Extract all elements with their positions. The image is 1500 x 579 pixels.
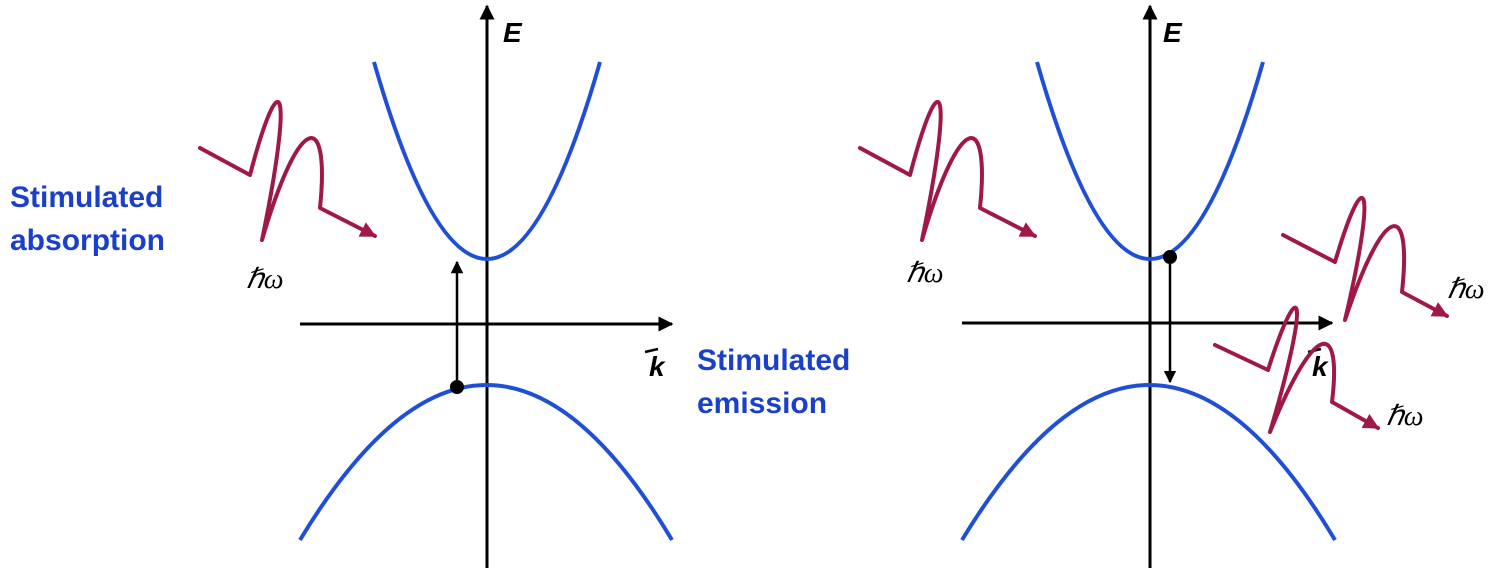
left-k-vector-arrow-icon [644,347,659,354]
right-energy-axis-label: E [1163,17,1183,48]
right-k-axis-label: k [1312,351,1329,382]
right-process-label-line2: emission [697,387,827,420]
right-outgoing-photon-1 [1281,195,1449,322]
right-photon-out1-label: ℏω [1447,274,1485,305]
right-valence-band [960,383,1337,542]
left-photon-label: ℏω [246,264,284,295]
right-photon-in-label: ℏω [906,258,944,289]
left-conduction-band [372,61,602,261]
left-incoming-photon [198,100,377,242]
right-incoming-photon [858,100,1037,242]
left-valence-band [298,383,674,542]
left-electron [450,380,464,394]
left-process-label-line1: Stimulated [10,181,163,214]
right-conduction-band [1035,61,1265,261]
right-process-label-line1: Stimulated [697,344,850,377]
left-k-axis-label: k [649,351,666,382]
left-process-label-line2: absorption [10,224,165,257]
left-energy-axis-label: E [503,17,523,48]
left-panel: E k ℏω Stimulated absorption [10,4,674,568]
right-outgoing-photon-2 [1213,305,1380,434]
right-electron [1163,250,1177,264]
right-panel: E k ℏω ℏω ℏω Stimulated emission [697,4,1485,568]
right-photon-out2-label: ℏω [1386,401,1424,432]
